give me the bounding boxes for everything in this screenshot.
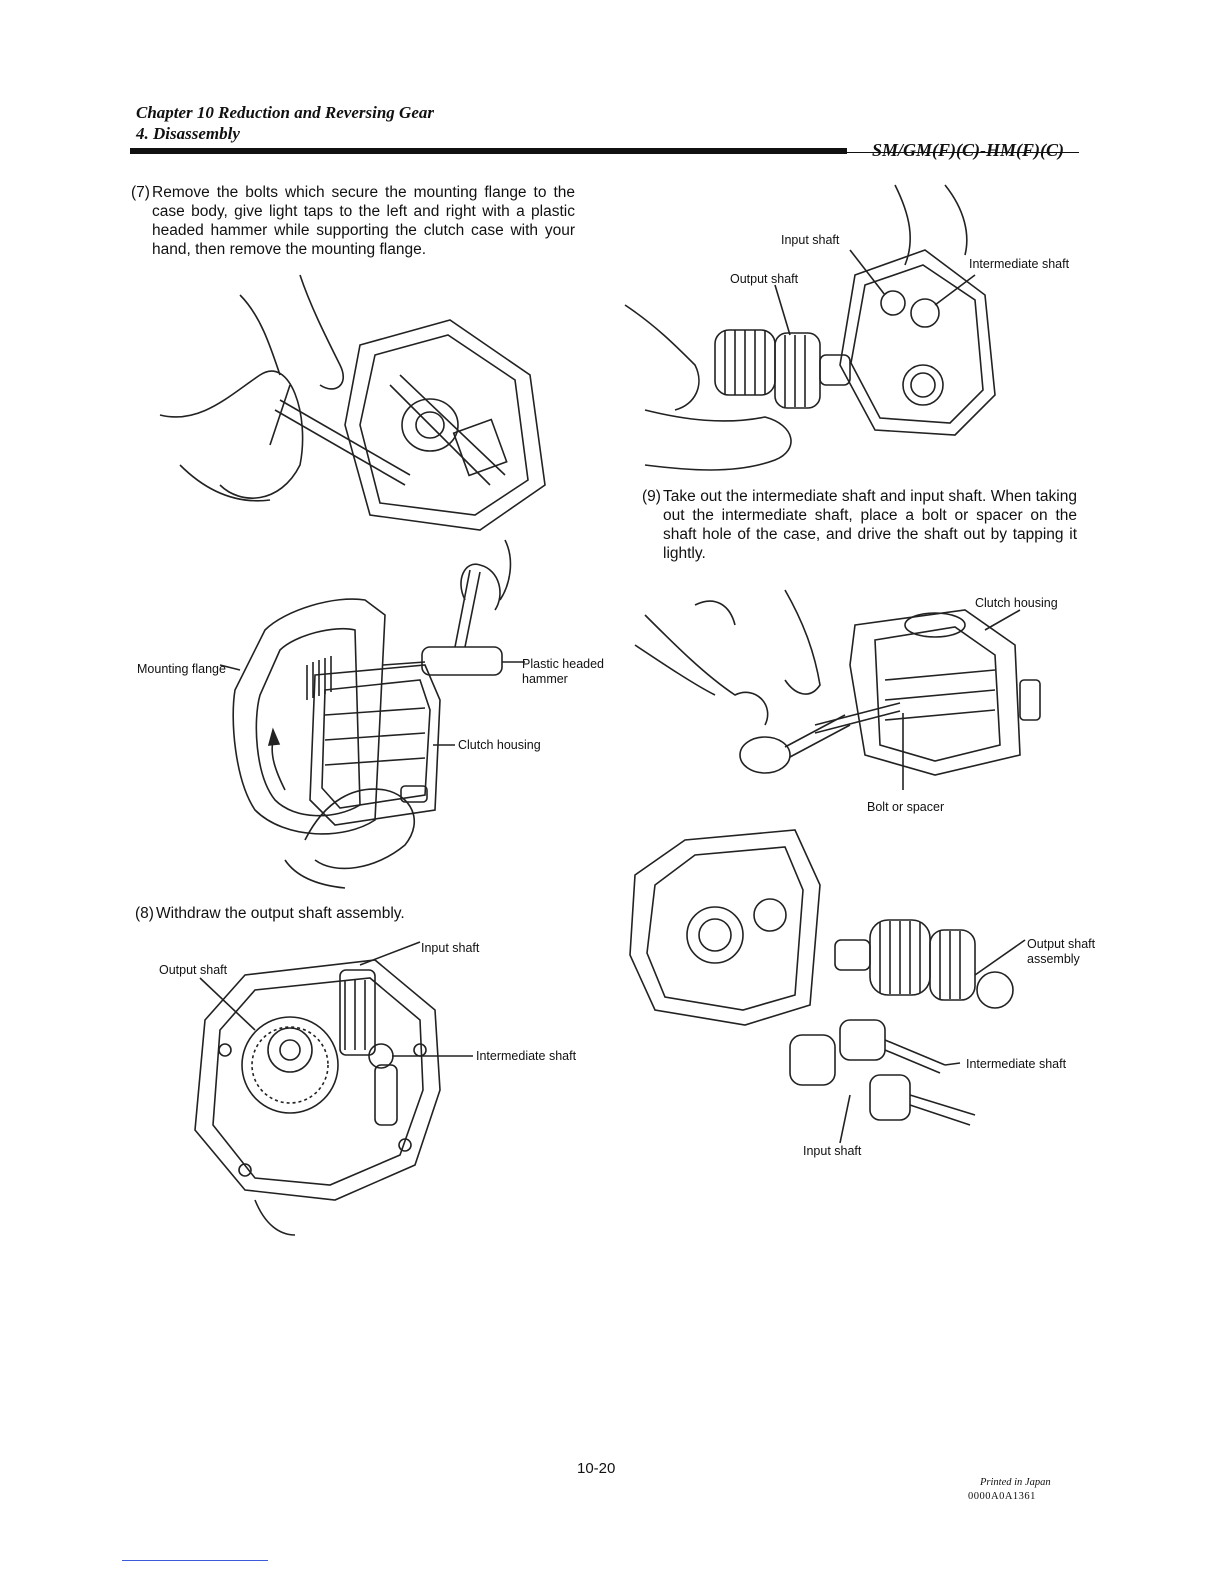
step-9-text: Take out the intermediate shaft and inpu…: [663, 488, 1077, 562]
document-code: 0000A0A1361: [968, 1491, 1036, 1502]
label-bolt-or-spacer: Bolt or spacer: [867, 800, 945, 814]
label-intermediate-shaft-fig6: Intermediate shaft: [966, 1057, 1067, 1071]
step-9: (9) Take out the intermediate shaft and …: [642, 487, 1077, 563]
label-output-shaft-assembly-text: Output shaft assembly: [1027, 937, 1096, 966]
figure-output-shaft-assembly: [185, 950, 475, 1235]
figure-flange-tapping: [160, 275, 560, 535]
step-8-text: Withdraw the output shaft assembly.: [156, 905, 405, 922]
section-title: 4. Disassembly: [136, 124, 240, 143]
step-7-number: (7): [131, 184, 150, 201]
label-output-shaft-assembly: Output shaft assembly: [1027, 937, 1107, 967]
label-intermediate-shaft-fig4: Intermediate shaft: [969, 257, 1070, 271]
printed-in: Printed in Japan: [980, 1477, 1051, 1488]
step-9-number: (9): [642, 488, 661, 505]
footnote-rule: [122, 1560, 268, 1561]
label-output-shaft-fig3: Output shaft: [159, 963, 228, 977]
label-clutch-housing-fig2: Clutch housing: [458, 738, 541, 752]
label-clutch-housing-fig5: Clutch housing: [975, 596, 1058, 610]
model-designation: SM/GM(F)(C)-HM(F)(C): [872, 140, 1064, 160]
header-block: Chapter 10 Reduction and Reversing Gear …: [136, 102, 434, 144]
label-input-shaft-fig3: Input shaft: [421, 941, 480, 955]
label-output-shaft-fig4: Output shaft: [730, 272, 799, 286]
figure-driving-out-shaft: [635, 585, 1055, 795]
step-7: (7) Remove the bolts which secure the mo…: [131, 183, 575, 259]
label-plastic-headed-hammer: Plastic headed hammer: [522, 657, 605, 686]
figure-removed-shafts: [625, 825, 1045, 1145]
step-7-text: Remove the bolts which secure the mounti…: [152, 184, 575, 258]
label-input-shaft-fig6: Input shaft: [803, 1144, 862, 1158]
label-input-shaft-fig4: Input shaft: [781, 233, 840, 247]
step-8: (8) Withdraw the output shaft assembly.: [135, 904, 575, 923]
figure-shafts-in-case: [625, 185, 1025, 475]
header-rule-thin: [847, 152, 1079, 153]
label-intermediate-shaft-fig3: Intermediate shaft: [476, 1049, 577, 1063]
step-8-number: (8): [135, 905, 154, 922]
header-rule: [130, 148, 847, 154]
label-mounting-flange: Mounting flange: [137, 662, 226, 676]
chapter-title: Chapter 10 Reduction and Reversing Gear: [136, 103, 434, 122]
page-number: 10-20: [577, 1460, 616, 1477]
figure-mounting-flange: [225, 540, 545, 890]
